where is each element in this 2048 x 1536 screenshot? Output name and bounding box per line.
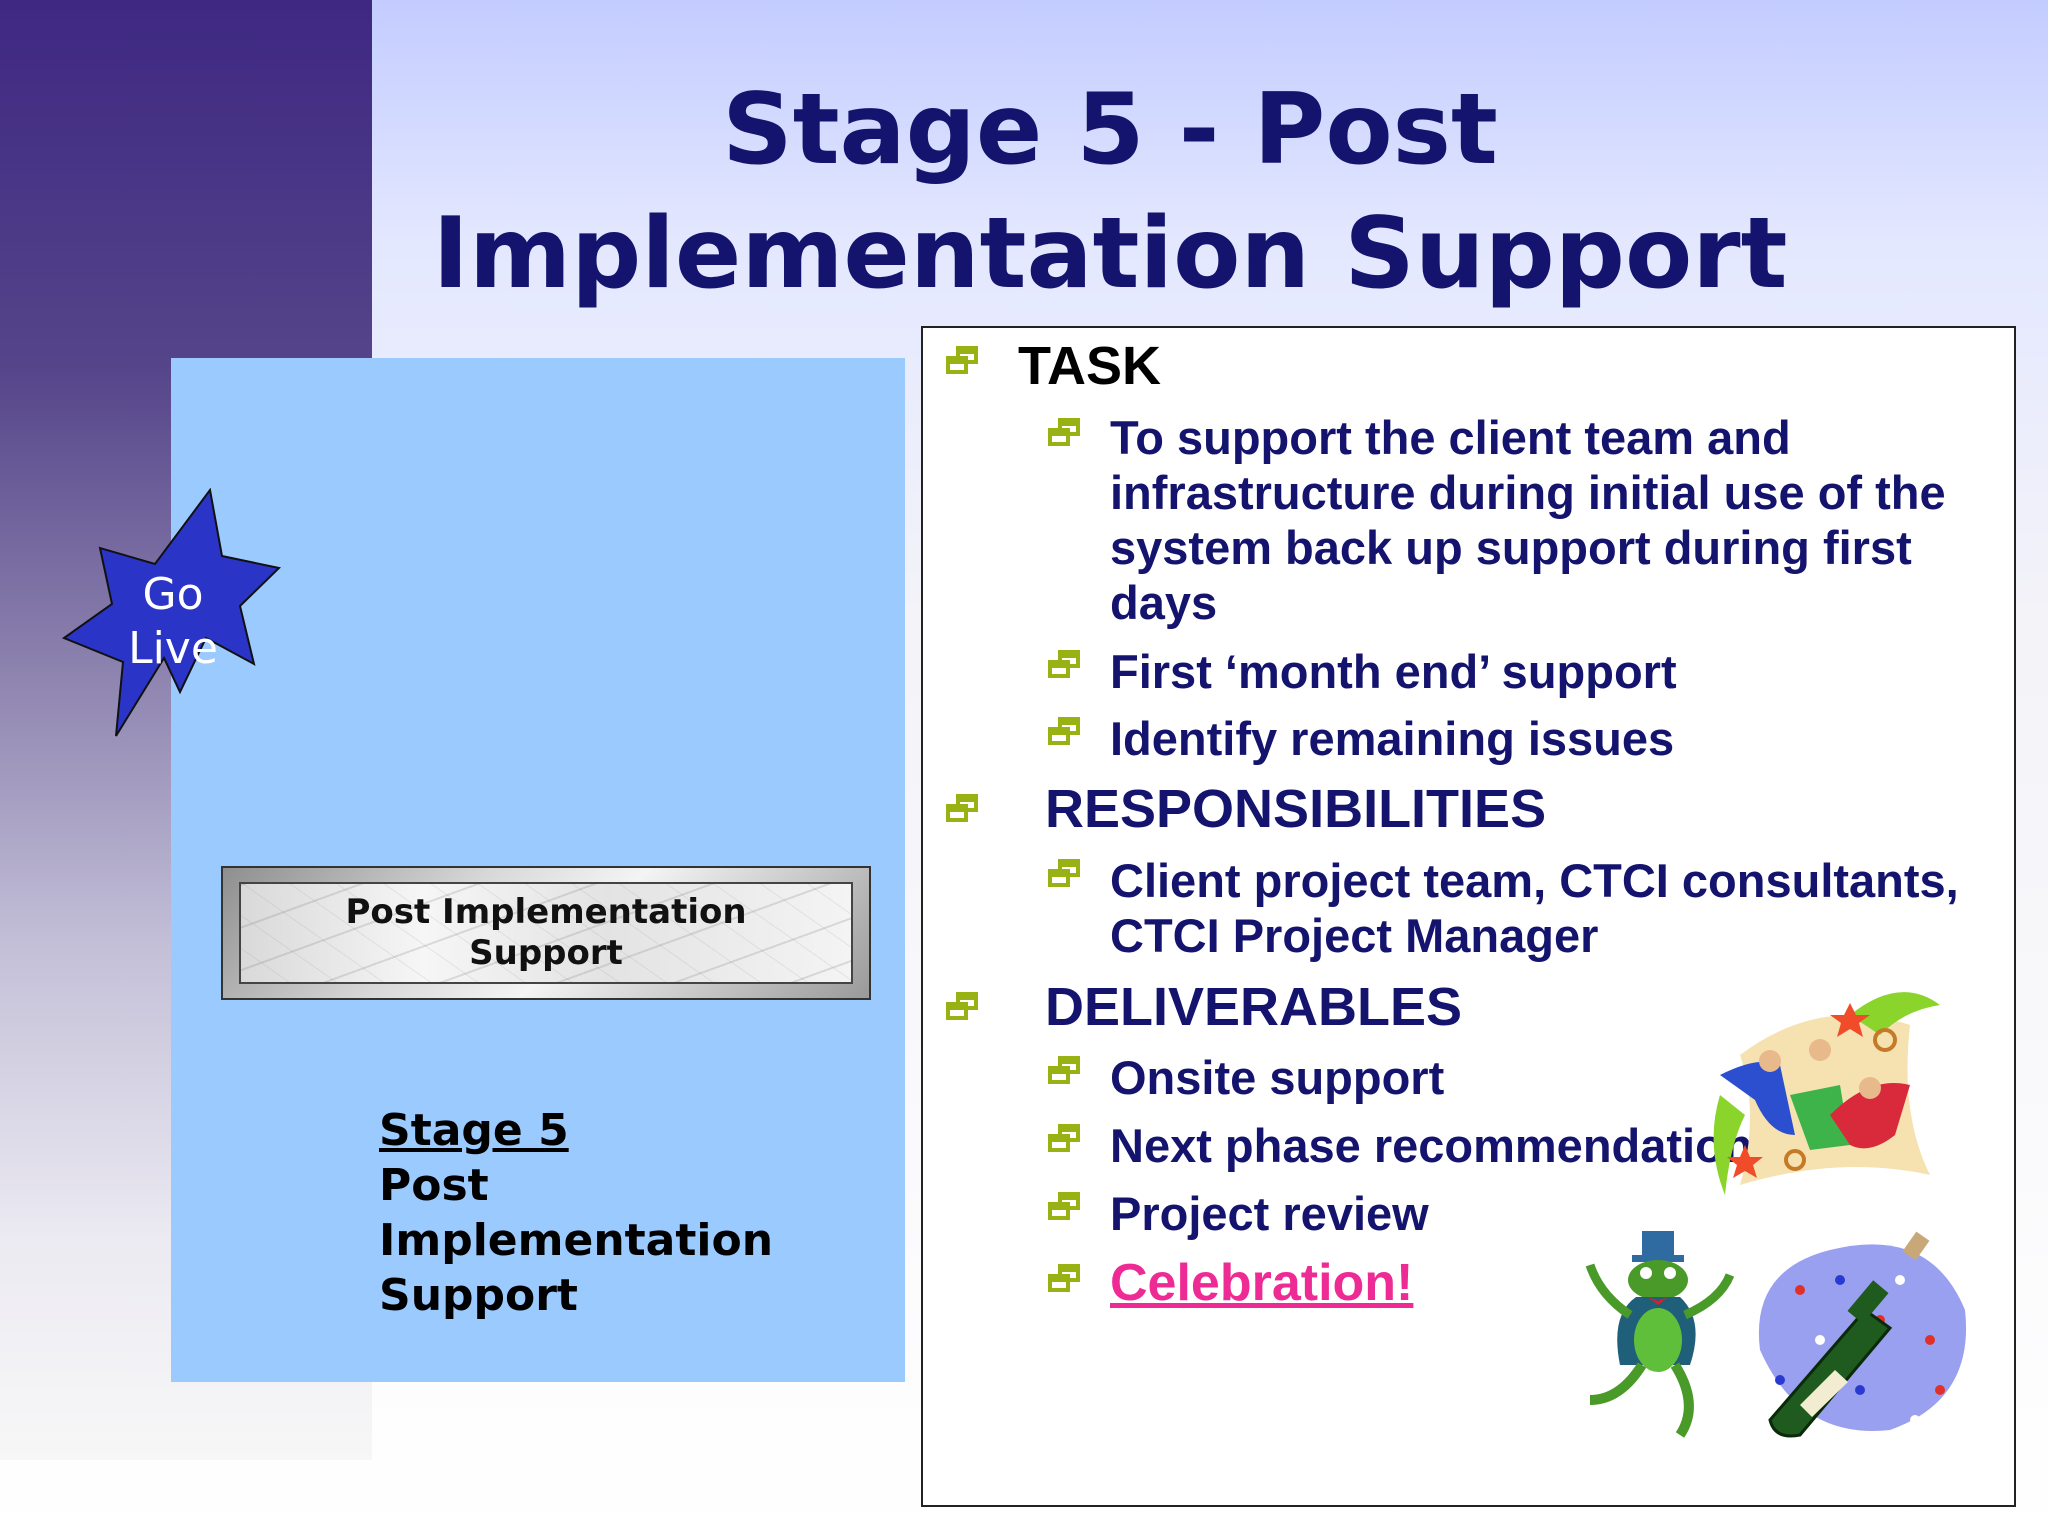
deliverables-item: Onsite support — [1110, 1051, 1445, 1104]
slide-title: Stage 5 - Post Implementation Support — [432, 73, 1788, 311]
go-live-label: Go Live — [128, 569, 218, 674]
deliverables-item: Next phase recommendations — [1110, 1119, 1779, 1172]
go-live-burst: Go Live — [60, 488, 282, 738]
frog-icon — [1585, 1231, 1735, 1438]
task-heading: TASK — [1018, 336, 1161, 396]
deliverables-item: Project review — [1110, 1187, 1429, 1240]
marble-inner-panel: Post Implementation Support — [239, 882, 853, 984]
task-item: To support the client team and infrastru… — [1110, 411, 1946, 629]
bullet-icon — [1048, 717, 1088, 751]
celebration-link[interactable]: Celebration! — [1110, 1254, 1414, 1312]
responsibilities-item: Client project team, CTCI consultants, C… — [1110, 854, 1959, 962]
stage-caption-line: Post — [379, 1160, 489, 1211]
starburst-icon — [61, 488, 282, 737]
bullet-icon — [1048, 1264, 1088, 1298]
bullet-icon — [1048, 1124, 1088, 1158]
task-item: First ‘month end’ support — [1110, 645, 1677, 698]
bullet-icon — [946, 992, 986, 1026]
bullet-icon — [1048, 650, 1088, 684]
stage-caption-line: Implementation — [379, 1215, 774, 1266]
dancing-people-icon — [1713, 992, 1940, 1195]
bullet-icon — [946, 346, 986, 380]
box-label: Post Implementation Support — [345, 892, 747, 973]
responsibilities-heading: RESPONSIBILITIES — [1045, 779, 1547, 839]
stage-caption-line: Support — [379, 1270, 578, 1321]
stage-heading: Stage 5 — [379, 1105, 569, 1156]
bullet-icon — [1048, 418, 1088, 452]
post-implementation-box: Post Implementation Support — [221, 866, 871, 1000]
deliverables-heading: DELIVERABLES — [1045, 977, 1463, 1037]
bullet-icon — [1048, 1056, 1088, 1090]
bullet-icon — [946, 794, 986, 828]
stage-caption: Stage 5 Post Implementation Support — [379, 1103, 879, 1323]
bullet-icon — [1048, 1192, 1088, 1226]
task-item: Identify remaining issues — [1110, 712, 1675, 765]
bullet-icon — [1048, 859, 1088, 893]
champagne-bottle-icon — [1758, 1231, 1967, 1438]
